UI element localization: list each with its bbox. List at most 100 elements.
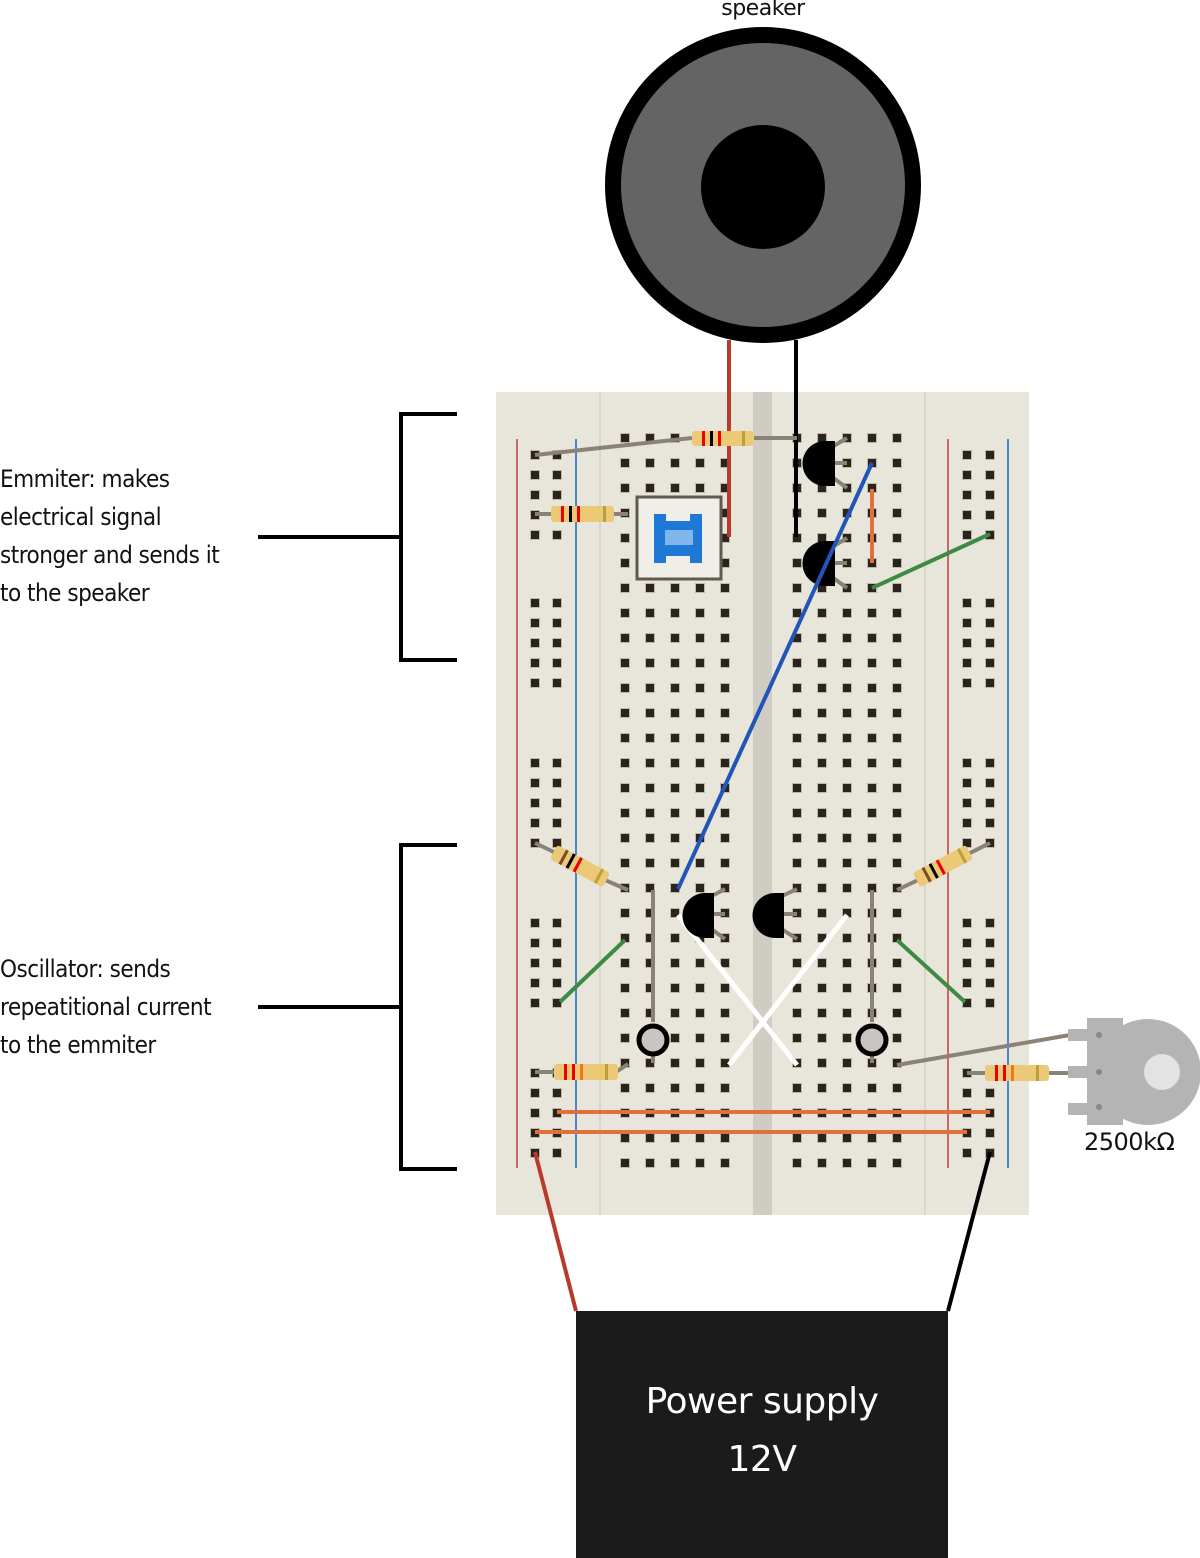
breadboard-hole[interactable]	[552, 958, 562, 968]
breadboard-hole[interactable]	[620, 1033, 630, 1043]
breadboard-hole[interactable]	[620, 633, 630, 643]
breadboard-hole[interactable]	[817, 908, 827, 918]
breadboard-hole[interactable]	[670, 758, 680, 768]
potentiometer[interactable]	[1068, 1018, 1200, 1125]
breadboard-hole[interactable]	[962, 798, 972, 808]
breadboard-hole[interactable]	[620, 533, 630, 543]
breadboard-hole[interactable]	[867, 858, 877, 868]
breadboard-hole[interactable]	[645, 608, 655, 618]
breadboard-hole[interactable]	[817, 683, 827, 693]
breadboard-hole[interactable]	[620, 1083, 630, 1093]
breadboard-hole[interactable]	[867, 758, 877, 768]
breadboard-hole[interactable]	[620, 783, 630, 793]
breadboard-hole[interactable]	[620, 1133, 630, 1143]
breadboard-hole[interactable]	[552, 490, 562, 500]
breadboard-hole[interactable]	[867, 783, 877, 793]
breadboard-hole[interactable]	[695, 608, 705, 618]
breadboard-hole[interactable]	[892, 1133, 902, 1143]
breadboard-hole[interactable]	[892, 758, 902, 768]
breadboard-hole[interactable]	[552, 778, 562, 788]
breadboard-hole[interactable]	[892, 808, 902, 818]
breadboard-hole[interactable]	[892, 608, 902, 618]
breadboard-hole[interactable]	[695, 858, 705, 868]
breadboard-hole[interactable]	[985, 618, 995, 628]
breadboard-hole[interactable]	[670, 733, 680, 743]
breadboard-hole[interactable]	[552, 938, 562, 948]
breadboard-hole[interactable]	[867, 833, 877, 843]
breadboard-hole[interactable]	[620, 958, 630, 968]
breadboard-hole[interactable]	[645, 883, 655, 893]
breadboard-hole[interactable]	[695, 683, 705, 693]
breadboard-hole[interactable]	[720, 683, 730, 693]
breadboard-hole[interactable]	[962, 1148, 972, 1158]
breadboard-hole[interactable]	[892, 558, 902, 568]
breadboard-hole[interactable]	[695, 808, 705, 818]
breadboard-hole[interactable]	[962, 918, 972, 928]
breadboard-hole[interactable]	[867, 708, 877, 718]
breadboard-hole[interactable]	[867, 1083, 877, 1093]
breadboard-hole[interactable]	[817, 883, 827, 893]
breadboard-hole[interactable]	[552, 470, 562, 480]
breadboard-hole[interactable]	[670, 808, 680, 818]
breadboard-hole[interactable]	[792, 1008, 802, 1018]
breadboard-hole[interactable]	[552, 678, 562, 688]
breadboard-hole[interactable]	[842, 1133, 852, 1143]
breadboard-hole[interactable]	[620, 483, 630, 493]
breadboard-hole[interactable]	[670, 683, 680, 693]
breadboard-hole[interactable]	[620, 433, 630, 443]
breadboard-hole[interactable]	[720, 708, 730, 718]
breadboard-hole[interactable]	[792, 833, 802, 843]
breadboard-hole[interactable]	[985, 1088, 995, 1098]
breadboard-hole[interactable]	[792, 1133, 802, 1143]
breadboard-hole[interactable]	[985, 658, 995, 668]
breadboard-hole[interactable]	[892, 683, 902, 693]
breadboard-hole[interactable]	[670, 483, 680, 493]
breadboard-hole[interactable]	[792, 583, 802, 593]
breadboard-hole[interactable]	[670, 708, 680, 718]
breadboard-hole[interactable]	[962, 510, 972, 520]
breadboard-hole[interactable]	[620, 683, 630, 693]
breadboard-hole[interactable]	[867, 683, 877, 693]
breadboard-hole[interactable]	[530, 798, 540, 808]
breadboard-hole[interactable]	[695, 1008, 705, 1018]
breadboard-hole[interactable]	[645, 683, 655, 693]
breadboard-hole[interactable]	[842, 808, 852, 818]
breadboard-hole[interactable]	[530, 658, 540, 668]
breadboard-hole[interactable]	[695, 483, 705, 493]
breadboard-hole[interactable]	[695, 1158, 705, 1168]
breadboard-hole[interactable]	[720, 583, 730, 593]
breadboard-hole[interactable]	[695, 458, 705, 468]
breadboard-hole[interactable]	[817, 1033, 827, 1043]
breadboard-hole[interactable]	[695, 633, 705, 643]
breadboard-hole[interactable]	[530, 758, 540, 768]
breadboard-hole[interactable]	[695, 1083, 705, 1093]
breadboard-hole[interactable]	[792, 658, 802, 668]
breadboard-hole[interactable]	[892, 658, 902, 668]
breadboard-hole[interactable]	[552, 1148, 562, 1158]
breadboard-hole[interactable]	[792, 558, 802, 568]
breadboard-hole[interactable]	[670, 958, 680, 968]
breadboard-hole[interactable]	[552, 758, 562, 768]
breadboard-hole[interactable]	[645, 483, 655, 493]
breadboard-hole[interactable]	[645, 783, 655, 793]
breadboard-hole[interactable]	[892, 533, 902, 543]
breadboard-hole[interactable]	[892, 833, 902, 843]
breadboard-hole[interactable]	[867, 658, 877, 668]
breadboard-hole[interactable]	[530, 918, 540, 928]
breadboard-hole[interactable]	[670, 783, 680, 793]
breadboard-hole[interactable]	[985, 798, 995, 808]
breadboard-hole[interactable]	[670, 908, 680, 918]
breadboard-hole[interactable]	[817, 708, 827, 718]
breadboard-hole[interactable]	[620, 1008, 630, 1018]
breadboard-hole[interactable]	[842, 983, 852, 993]
breadboard-hole[interactable]	[620, 558, 630, 568]
breadboard-hole[interactable]	[842, 1033, 852, 1043]
breadboard-hole[interactable]	[670, 1158, 680, 1168]
breadboard-hole[interactable]	[670, 458, 680, 468]
breadboard-hole[interactable]	[817, 658, 827, 668]
breadboard-hole[interactable]	[720, 833, 730, 843]
breadboard-hole[interactable]	[962, 1088, 972, 1098]
breadboard-hole[interactable]	[530, 818, 540, 828]
breadboard-hole[interactable]	[962, 778, 972, 788]
breadboard-hole[interactable]	[985, 450, 995, 460]
